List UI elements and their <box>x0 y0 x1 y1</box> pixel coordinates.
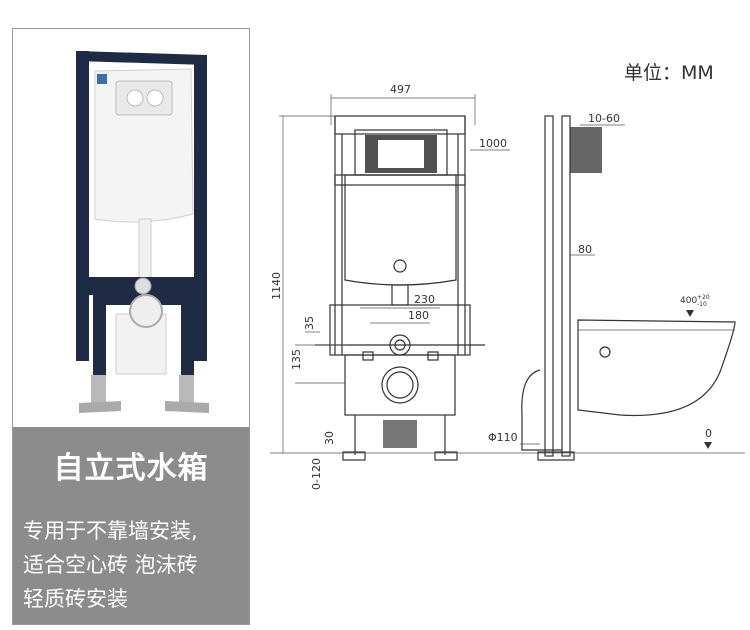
wc-bowl: 400 +20 -10 0 <box>577 294 736 449</box>
dim-height: 1140 <box>270 272 283 300</box>
foot-right <box>179 375 194 403</box>
technical-drawing: 497 1140 10 <box>270 83 745 490</box>
flush-button-right <box>146 89 164 107</box>
side-view: 10-60 80 Φ110 <box>488 112 625 461</box>
caption-line-2: 适合空心砖 泡沫砖 <box>23 553 198 577</box>
flush-pipe <box>138 218 152 280</box>
product-photo <box>13 29 249 427</box>
dim-width: 497 <box>390 83 411 96</box>
caption-title: 自立式水箱 <box>53 451 209 486</box>
dim-80: 80 <box>578 243 592 256</box>
frame-lower-left-leg <box>93 295 106 375</box>
front-crossbar-area <box>329 304 471 356</box>
foot-base-left <box>79 401 121 413</box>
dim-135: 135 <box>290 349 303 370</box>
caption-line-3: 轻质砖安装 <box>23 587 128 611</box>
frame-right-upright <box>194 55 207 361</box>
dim-180: 180 <box>408 309 429 322</box>
dim-30: 30 <box>323 431 336 445</box>
side-foot <box>537 451 575 461</box>
flush-plate <box>115 80 173 116</box>
dim-pipe: Φ110 <box>488 431 518 444</box>
front-foot-left <box>342 451 366 461</box>
caption-line-1: 专用于不靠墙安装, <box>23 519 198 543</box>
dim-1000: 1000 <box>479 137 507 150</box>
foot-left <box>91 375 106 403</box>
dim-floor-zero: 0 <box>705 427 712 440</box>
dim-400-tol-upper: +20 <box>697 294 710 301</box>
frame-left-upright <box>76 51 89 361</box>
dim-400: 400 <box>680 296 697 306</box>
dim-35: 35 <box>303 316 316 330</box>
caption-box: 自立式水箱 专用于不靠墙安装, 适合空心砖 泡沫砖 轻质砖安装 <box>13 427 249 624</box>
dim-10-60: 10-60 <box>588 112 620 125</box>
front-tank <box>344 174 457 286</box>
wc-bowl-outline <box>577 319 736 417</box>
side-outlet-pipe <box>521 369 562 451</box>
side-frame-front <box>544 115 554 457</box>
outlet-flange <box>129 294 163 328</box>
front-view: 497 1140 10 <box>270 83 745 490</box>
tank-frame-illustration <box>76 51 209 413</box>
tank-logo-mark <box>97 74 107 84</box>
crossbar-connector <box>134 277 152 295</box>
unit-label: 单位：MM <box>624 62 714 84</box>
front-foot-right <box>434 451 458 461</box>
side-flush-box <box>570 127 602 173</box>
frame-top-bar <box>76 51 207 65</box>
dim-230: 230 <box>414 293 435 306</box>
dim-0-120: 0-120 <box>310 458 323 490</box>
product-panel: 自立式水箱 专用于不靠墙安装, 适合空心砖 泡沫砖 轻质砖安装 <box>12 28 250 625</box>
dim-400-tol-lower: -10 <box>697 301 707 308</box>
front-lower-frame <box>344 354 456 416</box>
front-tank-mark <box>393 259 407 273</box>
foot-base-right <box>165 401 209 413</box>
side-frame-back <box>561 115 571 457</box>
flush-button-left <box>126 89 144 107</box>
front-outlet-circle <box>381 366 419 404</box>
frame-lower-right-leg <box>181 295 194 375</box>
